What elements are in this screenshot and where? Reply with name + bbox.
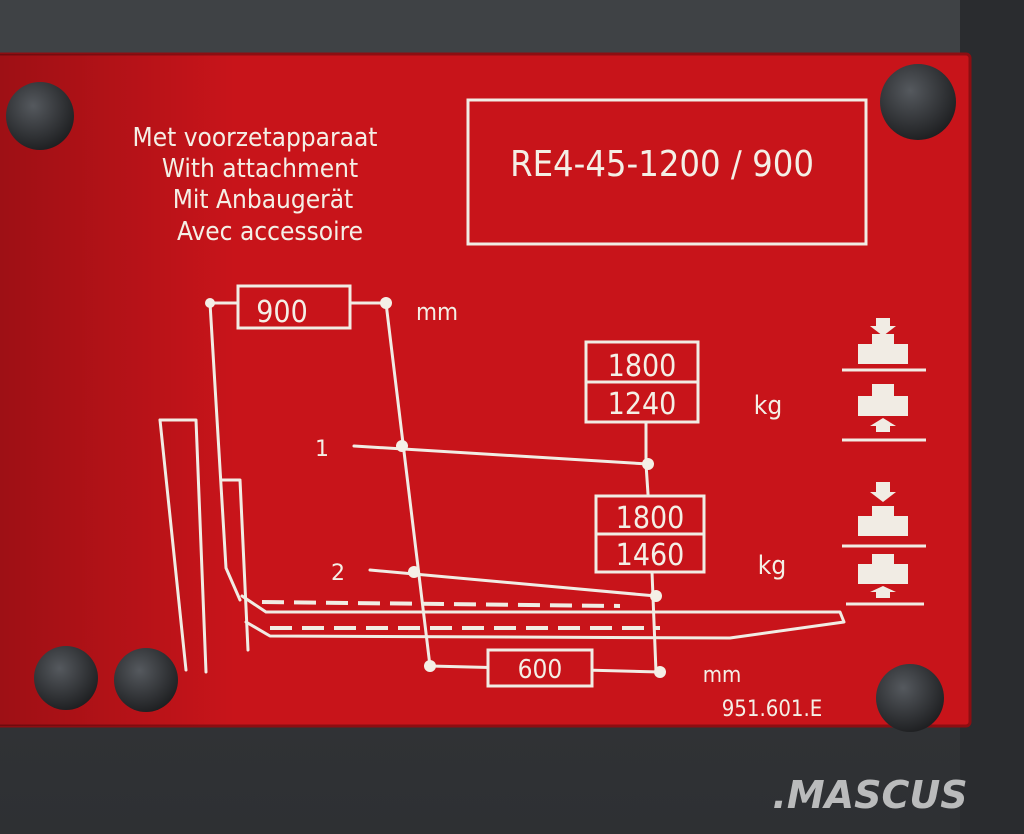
bottom-distance-unit: mm <box>703 663 742 688</box>
load-1-lower: 1240 <box>608 387 677 422</box>
point-label-1: 1 <box>315 437 329 462</box>
top-metal-strip <box>0 0 1024 60</box>
attachment-line-en: With attachment <box>162 154 358 184</box>
model-box: RE4-45-1200 / 900 <box>466 98 868 246</box>
bottom-distance-value: 600 <box>518 655 563 685</box>
load-2-unit: kg <box>758 551 786 581</box>
top-distance-value: 900 <box>256 295 308 330</box>
bolt-top-right <box>880 64 956 140</box>
attachment-line-nl: Met voorzetapparaat <box>133 123 378 153</box>
load-1-unit: kg <box>754 391 782 421</box>
load-diagram: 900 mm 1 2 1800 1240 kg 1800 1460 kg 600… <box>158 284 846 688</box>
mascus-watermark: .MASCUS <box>772 773 967 817</box>
attachment-line-fr: Avec accessoire <box>177 217 363 247</box>
load-symbol-top <box>842 318 926 442</box>
attachment-text-block: Met voorzetapparaat With attachment Mit … <box>133 123 378 247</box>
mounting-bolts <box>6 64 956 732</box>
load-2-upper: 1800 <box>616 501 685 536</box>
part-number: 951.601.E <box>722 697 823 722</box>
top-distance-unit: mm <box>416 298 458 326</box>
load-symbol-bottom <box>842 482 926 606</box>
attachment-line-de: Mit Anbaugerät <box>173 185 353 215</box>
model-designation: RE4-45-1200 / 900 <box>510 144 814 185</box>
bolt-bottom-right <box>876 664 944 732</box>
bolt-bottom-left-outer <box>34 646 98 710</box>
point-label-2: 2 <box>331 561 345 586</box>
bolt-bottom-left <box>114 648 178 712</box>
bolt-top-left <box>6 82 74 150</box>
load-1-upper: 1800 <box>608 349 677 384</box>
load-2-lower: 1460 <box>616 538 685 573</box>
